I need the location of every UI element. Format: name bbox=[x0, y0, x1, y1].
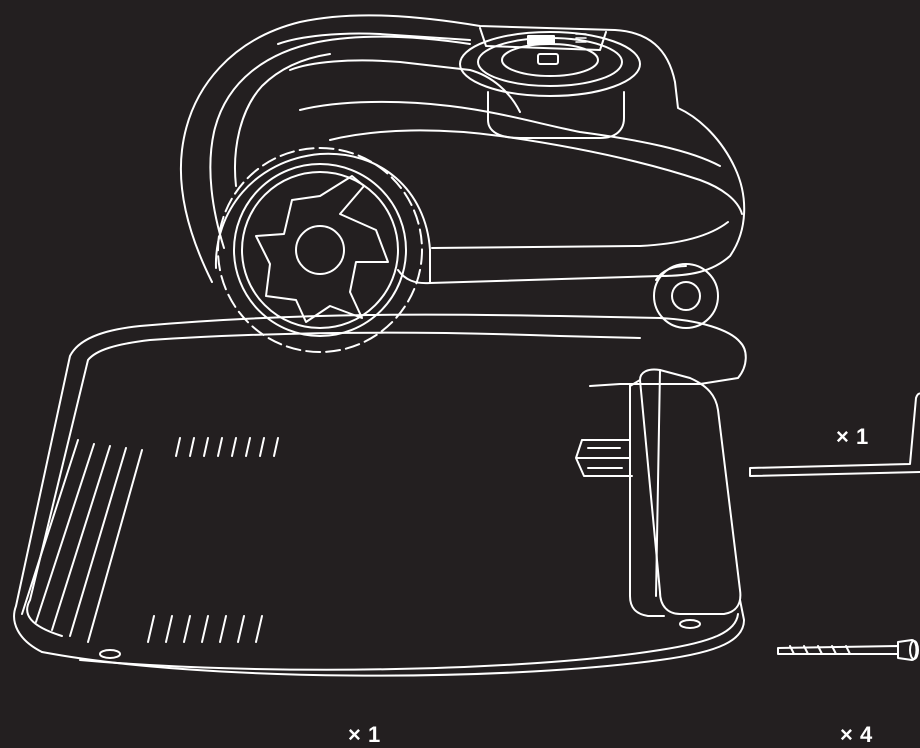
station-post bbox=[640, 369, 740, 614]
robotic-mower bbox=[181, 15, 744, 352]
mower-button-slot bbox=[538, 54, 558, 64]
station-slots-front bbox=[148, 616, 262, 642]
mower-hood-line bbox=[432, 222, 728, 248]
wheel-spokes bbox=[256, 176, 388, 322]
ground-peg-shaft bbox=[778, 646, 898, 654]
station-peg-hole bbox=[100, 650, 120, 658]
station-peg-hole bbox=[680, 620, 700, 628]
wheel-rim bbox=[234, 164, 406, 336]
hex-key bbox=[750, 394, 920, 477]
mower-button-housing bbox=[488, 92, 624, 138]
ground-peg-head bbox=[898, 640, 917, 660]
hex-key-quantity: × 1 bbox=[836, 424, 869, 450]
station-contact-arm bbox=[576, 440, 632, 476]
station-plate-top bbox=[80, 614, 738, 670]
station-plate-top bbox=[27, 333, 640, 636]
charging-station bbox=[14, 315, 746, 676]
station-post-edge bbox=[630, 370, 660, 596]
station-ramp-ridge bbox=[22, 440, 142, 642]
wheel-tire bbox=[218, 148, 422, 352]
station-slots-rear bbox=[176, 438, 278, 456]
wheel-hub bbox=[296, 226, 344, 274]
mower-stop-button-rim bbox=[478, 38, 622, 86]
ground-peg-quantity: × 4 bbox=[840, 722, 873, 748]
mower-hood-line bbox=[278, 33, 470, 44]
mower-drive-wheel bbox=[218, 148, 422, 352]
charging-station-quantity: × 1 bbox=[348, 722, 381, 748]
ground-peg bbox=[778, 640, 918, 660]
station-plate bbox=[14, 315, 746, 652]
mower-caster-hub bbox=[672, 282, 700, 310]
hex-key-shaft bbox=[750, 394, 920, 477]
